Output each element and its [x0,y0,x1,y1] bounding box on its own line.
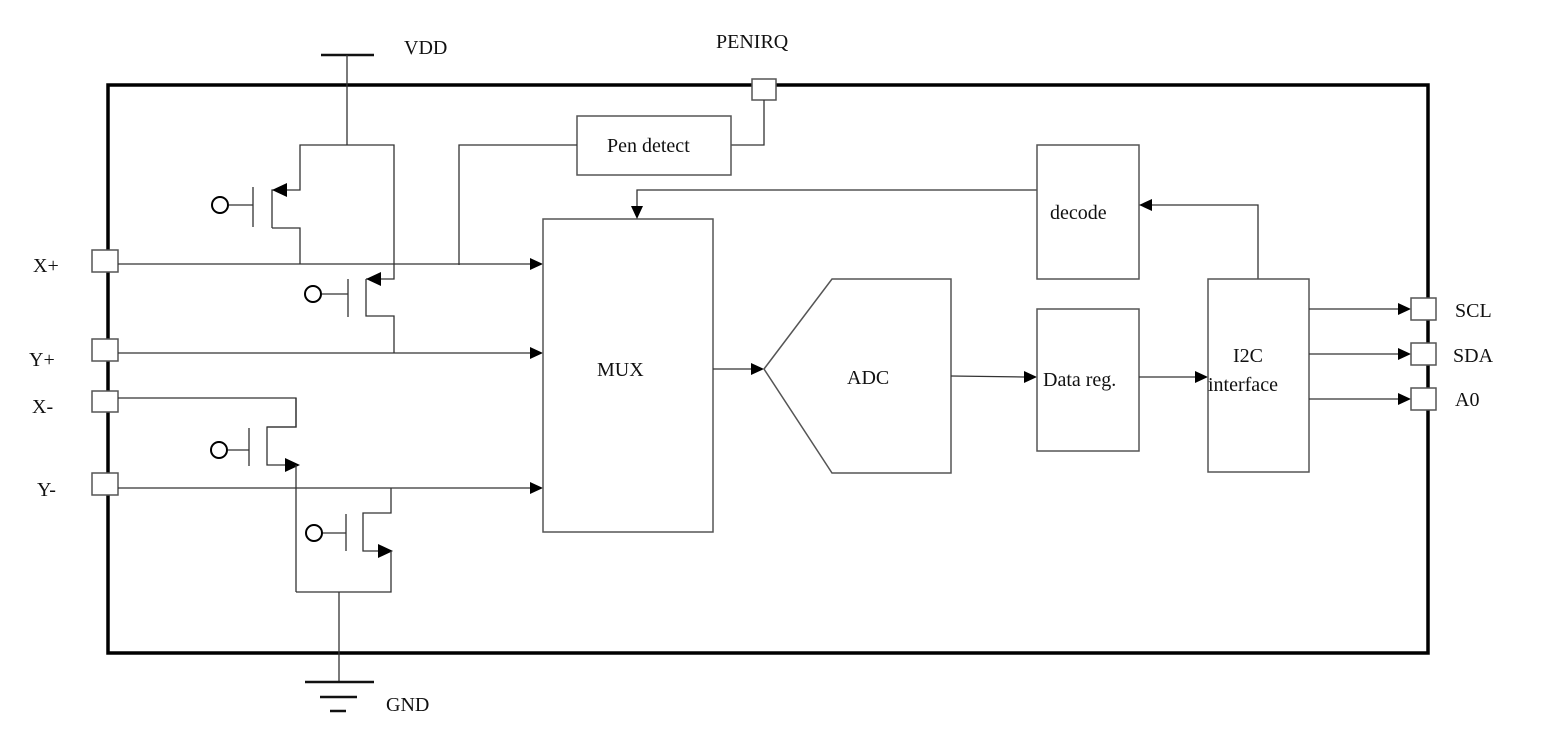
data-reg-block: Data reg. [1036,308,1140,452]
pin-y-plus: Y+ [29,338,119,371]
mux-to-adc [713,363,764,375]
i2c-interface-block: I2C interface [1207,278,1310,473]
yplus-net [118,347,543,359]
pin-x-minus: X- [32,390,119,418]
penirq-label: PENIRQ [716,31,789,53]
adc-to-datareg [950,371,1037,383]
yminus-net [118,482,543,494]
sda-label: SDA [1453,345,1494,367]
y-minus-label: Y- [37,479,56,501]
datareg-to-i2c [1139,371,1208,383]
gate-q1-icon [211,196,229,214]
mux-label: MUX [597,359,644,381]
mux-block: MUX [542,218,714,533]
x-plus-label: X+ [33,255,59,277]
data-reg-label: Data reg. [1043,369,1116,391]
transistor-q2 [304,264,395,353]
pin-sda: SDA [1410,342,1494,367]
decode-block: decode [1036,144,1140,280]
pin-a0: A0 [1410,387,1479,411]
decode-to-mux [631,189,1037,219]
i2c-to-a0 [1309,393,1411,405]
i2c-to-scl [1309,303,1411,315]
gate-q3-icon [210,441,228,459]
scl-label: SCL [1455,300,1492,322]
vdd-label: VDD [404,37,447,59]
transistor-q1 [211,144,395,264]
i2c-label-line1: I2C [1233,345,1263,367]
adc-label: ADC [847,367,889,389]
adc-block: ADC [763,278,952,474]
x-minus-label: X- [32,396,53,418]
gate-q2-icon [304,285,322,303]
vdd-symbol: VDD [321,37,447,145]
a0-label: A0 [1455,389,1479,411]
pen-detect-block: Pen detect [458,115,732,265]
pin-x-plus: X+ [33,249,119,277]
xminus-net [118,397,297,428]
pin-scl: SCL [1410,297,1492,322]
transistor-q3 [210,398,300,592]
gate-q4-icon [305,524,323,542]
i2c-to-sda [1309,348,1411,360]
pin-y-minus: Y- [37,472,119,501]
gnd-label: GND [386,694,429,716]
y-plus-label: Y+ [29,349,55,371]
pen-detect-label: Pen detect [607,135,690,157]
i2c-to-decode [1139,199,1259,279]
decode-label: decode [1050,202,1107,224]
pin-penirq: PENIRQ [716,31,789,146]
i2c-label-line2: interface [1208,374,1278,396]
transistor-q4 [296,488,393,593]
gnd-symbol: GND [305,592,429,716]
xplus-net [118,258,543,270]
